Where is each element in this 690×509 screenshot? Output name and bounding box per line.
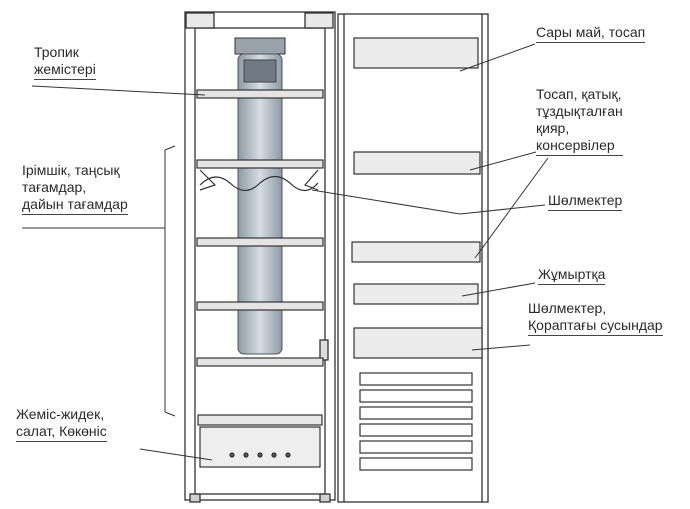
label-fruit-vegetables: Жеміс-жидек, салат, Көкөніс [16,406,107,442]
label-line: Тропик [34,44,79,60]
label-line: тағамдар, [22,179,87,195]
label-tropical-fruits: Тропик жемістері [34,44,96,80]
door-bins [351,37,483,359]
label-line: Қораптағы сусындар [528,317,663,336]
label-line: Ірімшік, таңсық [22,162,120,178]
label-bottles: Шөлмектер [548,192,623,211]
label-line: дайын тағамдар [22,196,128,215]
crisper-drawer [197,414,323,468]
air-column [234,37,286,355]
leader-lines [22,43,549,461]
fridge-door [337,13,489,503]
label-line: тұздықталған [536,103,623,119]
label-line: қияр, [536,120,570,136]
label-line: Шөлмектер, [528,300,607,316]
label-line: Сары май, тосап [536,24,646,43]
cabinet-shelves [196,89,324,367]
wine-rack [199,169,319,192]
label-line: жемістері [34,61,96,80]
label-bottles-cartons: Шөлмектер, Қораптағы сусындар [528,300,663,336]
label-line: Тосап, қатық, [536,86,622,102]
label-eggs: Жұмыртқа [538,266,606,285]
label-line: консервілер [536,137,623,156]
label-line: Шөлмектер [548,192,623,211]
fridge-cabinet [184,11,336,503]
label-line: салат, Көкөніс [16,423,107,442]
label-butter-cheese: Сары май, тосап [536,24,646,43]
label-line: Жеміс-жидек, [16,406,105,422]
label-cheese-delicacies: Ірімшік, таңсық тағамдар, дайын тағамдар [22,162,128,215]
door-shelf-slats [359,372,473,471]
label-jam-yogurt: Тосап, қатық, тұздықталған қияр, консерв… [536,86,623,156]
label-line: Жұмыртқа [538,266,606,285]
